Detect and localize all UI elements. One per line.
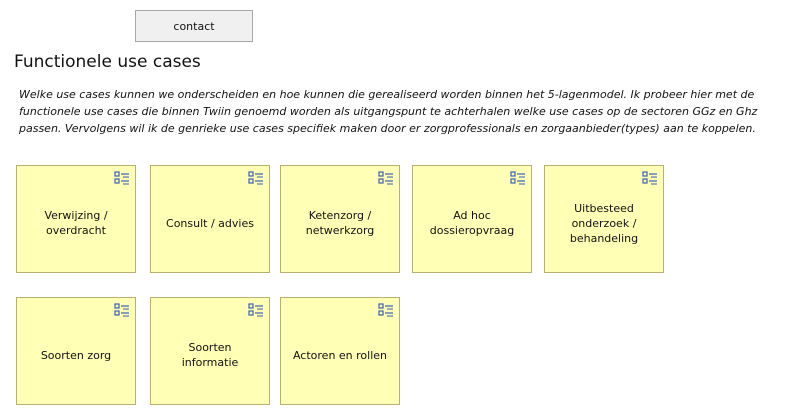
element-icon [114,303,129,317]
use-case-label: Ketenzorg / netwerkzorg [305,209,375,237]
use-case-card-actoren[interactable]: Actoren en rollen [280,297,400,405]
element-icon [378,171,393,185]
use-case-label: Soorten zorg [40,348,112,362]
use-case-card-soorten-zorg[interactable]: Soorten zorg [16,297,136,405]
element-icon [510,171,525,185]
use-case-card-verwijzing[interactable]: Verwijzing / overdracht [16,165,136,273]
use-case-card-soorten-informatie[interactable]: Soorten informatie [150,297,270,405]
use-case-label: Soorten informatie [181,341,239,369]
page-title: Functionele use cases [14,52,201,72]
use-case-label: Consult / advies [166,216,254,230]
use-case-card-ketenzorg[interactable]: Ketenzorg / netwerkzorg [280,165,400,273]
element-icon [248,303,263,317]
element-icon [114,171,129,185]
element-icon [642,171,657,185]
use-case-label: Ad hoc dossieropvraag [429,209,515,237]
element-icon [378,303,393,317]
element-icon [248,171,263,185]
use-case-card-ad-hoc[interactable]: Ad hoc dossieropvraag [412,165,532,273]
use-case-card-consult[interactable]: Consult / advies [150,165,270,273]
use-case-label: Verwijzing / overdracht [44,209,108,237]
use-case-card-uitbesteed[interactable]: Uitbesteed onderzoek / behandeling [544,165,664,273]
page-description: Welke use cases kunnen we onderscheiden … [19,88,758,135]
use-case-label: Actoren en rollen [292,348,388,362]
contact-button[interactable]: contact [135,10,253,42]
use-case-label: Uitbesteed onderzoek / behandeling [569,201,639,245]
